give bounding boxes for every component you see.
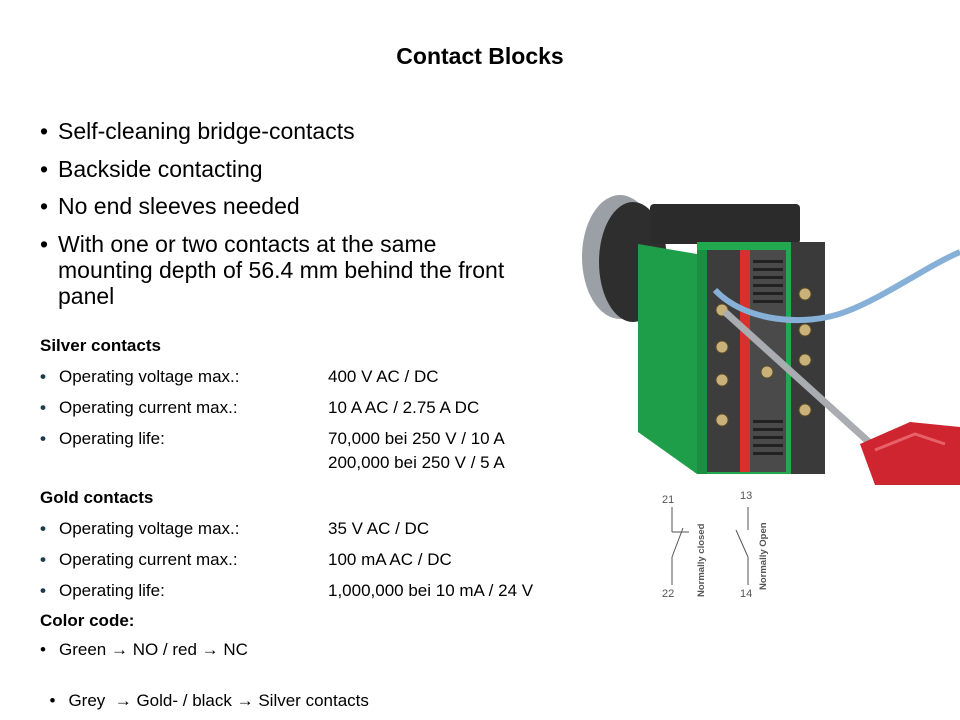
spec-label: Operating life: <box>59 581 165 600</box>
bullet-icon: • <box>49 691 56 710</box>
contact-block-photo <box>582 195 960 485</box>
spec-value: 1,000,000 bei 10 mA / 24 V <box>328 581 534 600</box>
spec-label: Operating voltage max.: <box>59 367 240 386</box>
spec-label: Operating current max.: <box>59 398 238 417</box>
terminal-column <box>707 250 745 472</box>
feature-list: •Self-cleaning bridge-contacts •Backside… <box>40 118 560 320</box>
handle-highlight <box>874 432 946 452</box>
color-code-item: •Grey → Gold- / black → Silver contacts <box>49 691 369 710</box>
color-code-item: •Green → NO / red → NC <box>40 640 248 659</box>
feature-item: •Self-cleaning bridge-contacts <box>40 118 355 144</box>
color-code-heading: Color code: <box>40 611 135 630</box>
feature-item: •Backside contacting <box>40 155 263 182</box>
bullet-icon: • <box>40 398 46 417</box>
mounting-clip <box>650 204 800 244</box>
bullet-icon: • <box>40 193 49 219</box>
bullet-icon: • <box>40 640 46 659</box>
bullet-icon: • <box>40 367 46 386</box>
bullet-icon: • <box>40 519 46 538</box>
screwdriver-handle <box>860 422 960 485</box>
spec-value: 70,000 bei 250 V / 10 A 200,000 bei 250 … <box>328 429 505 472</box>
bullet-icon: • <box>40 429 46 448</box>
right-green-strip <box>786 242 791 474</box>
spec-value: 35 V AC / DC <box>328 519 430 538</box>
housing-side <box>638 244 697 474</box>
no-label: Normally Open <box>758 522 769 590</box>
bullet-icon: • <box>40 581 46 600</box>
no-terminal-bottom: 14 <box>740 588 752 600</box>
spec-value: 400 V AC / DC <box>328 367 439 386</box>
spec-value: 100 mA AC / DC <box>328 550 452 569</box>
nc-contact-symbol <box>671 507 689 585</box>
housing-edge <box>697 250 707 474</box>
no-terminal-top: 13 <box>740 490 752 502</box>
silver-contacts-heading: Silver contacts <box>40 336 161 355</box>
vent-slots <box>753 260 783 455</box>
nc-terminal-top: 21 <box>662 494 674 506</box>
terminal-screws <box>715 287 812 427</box>
slide-title: Contact Blocks <box>396 43 564 69</box>
spec-label: Operating life: <box>59 429 165 448</box>
spec-label: Operating current max.: <box>59 550 238 569</box>
nc-indicator-strip <box>740 250 750 472</box>
nc-label: Normally closed <box>696 523 707 597</box>
nc-terminal-bottom: 22 <box>662 588 674 600</box>
gold-contacts-heading: Gold contacts <box>40 488 154 507</box>
bullet-icon: • <box>40 230 49 257</box>
screwdriver-shaft <box>722 309 883 455</box>
spec-value: 10 A AC / 2.75 A DC <box>328 398 480 417</box>
bullet-icon: • <box>40 550 46 569</box>
blue-wire <box>712 249 960 324</box>
bullet-icon: • <box>40 118 49 144</box>
feature-item: •No end sleeves needed <box>40 193 300 219</box>
feature-item: •With one or two contacts at the same mo… <box>40 230 505 309</box>
no-contact-symbol <box>735 507 749 585</box>
contact-symbol-diagram: 21 22 Normally closed 13 14 Normally Ope… <box>662 490 769 600</box>
bullet-icon: • <box>40 155 49 182</box>
spec-label: Operating voltage max.: <box>59 519 240 538</box>
